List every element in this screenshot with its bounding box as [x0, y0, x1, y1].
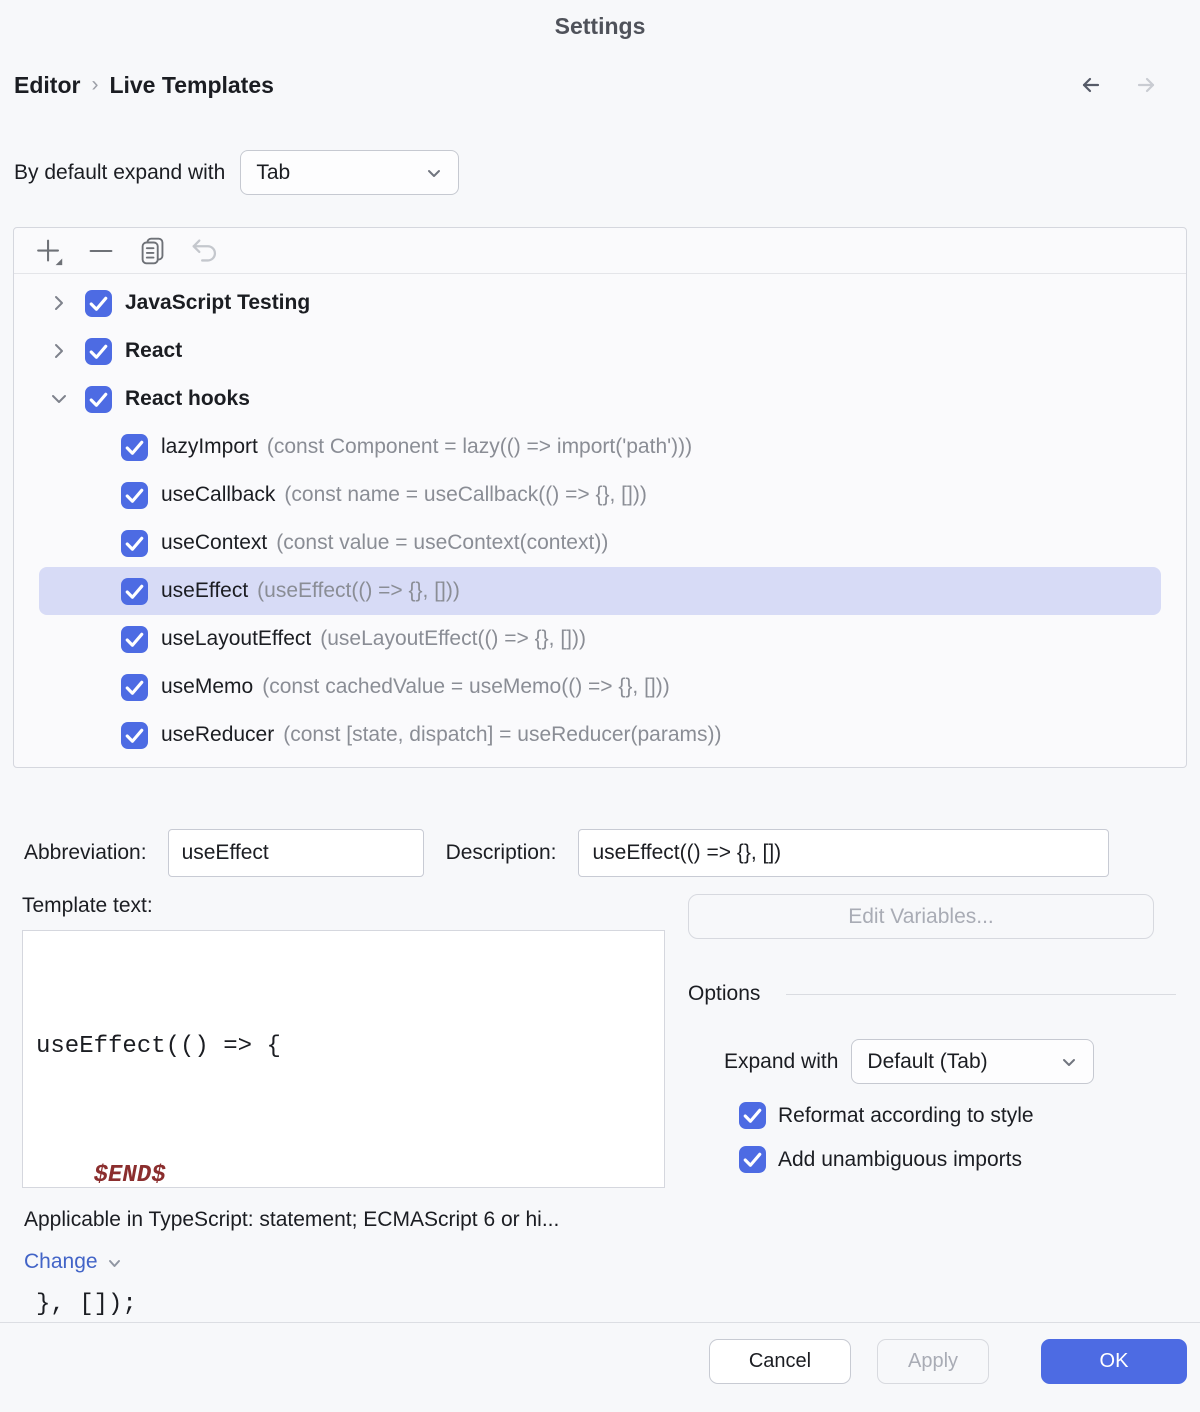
- template-row-usememo[interactable]: useMemo (const cachedValue = useMemo(() …: [14, 663, 1186, 711]
- checkbox-checked[interactable]: [121, 673, 148, 701]
- breadcrumb: Editor › Live Templates: [14, 72, 274, 99]
- group-label: JavaScript Testing: [125, 291, 311, 314]
- checkbox-checked[interactable]: [85, 289, 112, 317]
- checkbox-checked[interactable]: [85, 337, 112, 365]
- revert-button: [186, 232, 224, 270]
- add-template-button[interactable]: [30, 232, 68, 270]
- apply-button: Apply: [877, 1339, 989, 1384]
- chevron-down-icon: [1063, 1058, 1076, 1066]
- checkbox-checked[interactable]: [121, 481, 148, 509]
- checkbox-checked[interactable]: [121, 625, 148, 653]
- breadcrumb-live-templates: Live Templates: [109, 71, 274, 98]
- dialog-titlebar: Settings: [0, 0, 1200, 40]
- default-expand-label: By default expand with: [14, 160, 226, 184]
- templates-toolbar: [14, 228, 1186, 274]
- checkbox-checked[interactable]: [121, 577, 148, 605]
- template-description: (const Component = lazy(() => import('pa…: [266, 435, 693, 458]
- template-text-editor[interactable]: useEffect(() => { $END$ }, []);: [22, 930, 665, 1318]
- checkbox-checked[interactable]: [85, 385, 112, 413]
- abbreviation-label: Abbreviation:: [24, 841, 147, 864]
- breadcrumb-editor[interactable]: Editor: [14, 71, 81, 98]
- template-row-useeffect-selected[interactable]: useEffect (useEffect(() => {}, [])): [39, 567, 1161, 615]
- template-name: lazyImport: [161, 435, 258, 458]
- expand-with-label: Expand with: [724, 1049, 839, 1073]
- imports-checkbox-label[interactable]: Add unambiguous imports: [778, 1147, 1022, 1171]
- expand-with-select[interactable]: Default (Tab): [851, 1039, 1095, 1084]
- code-line: }, []);: [36, 1291, 137, 1318]
- template-name: useReducer: [161, 723, 275, 746]
- default-expand-select[interactable]: Tab: [240, 150, 460, 195]
- template-description: (const [state, dispatch] = useReducer(pa…: [283, 723, 722, 746]
- dialog-footer: Cancel Apply OK: [0, 1322, 1200, 1400]
- edit-variables-button: Edit Variables...: [688, 894, 1154, 939]
- checkbox-checked[interactable]: [121, 529, 148, 557]
- template-row-uselayouteffect[interactable]: useLayoutEffect (useLayoutEffect(() => {…: [14, 615, 1186, 663]
- description-label: Description:: [445, 841, 557, 864]
- forward-arrow-icon: [1132, 71, 1160, 99]
- reformat-checkbox-label[interactable]: Reformat according to style: [778, 1103, 1034, 1127]
- duplicate-template-button[interactable]: [134, 232, 172, 270]
- page-title: Settings: [554, 13, 646, 39]
- reformat-checkbox-checked[interactable]: [739, 1102, 766, 1129]
- tree-group-javascript-testing[interactable]: JavaScript Testing: [14, 279, 1186, 327]
- breadcrumb-separator-icon: ›: [91, 73, 99, 96]
- back-arrow-icon[interactable]: [1077, 71, 1105, 99]
- remove-template-button[interactable]: [82, 232, 120, 270]
- template-description: (useLayoutEffect(() => {}, [])): [320, 627, 586, 650]
- chevron-down-icon[interactable]: [47, 387, 71, 411]
- checkbox-checked[interactable]: [121, 721, 148, 749]
- template-description: (useEffect(() => {}, [])): [257, 579, 460, 602]
- options-divider: [786, 993, 1176, 995]
- group-label: React hooks: [125, 387, 250, 410]
- default-expand-value: Tab: [256, 160, 291, 184]
- applicable-contexts-text: Applicable in TypeScript: statement; ECM…: [24, 1208, 560, 1231]
- template-row-usereducer[interactable]: useReducer (const [state, dispatch] = us…: [14, 711, 1186, 759]
- cancel-button[interactable]: Cancel: [709, 1339, 851, 1384]
- template-row-lazyimport[interactable]: lazyImport (const Component = lazy(() =>…: [14, 423, 1186, 471]
- template-description: (const cachedValue = useMemo(() => {}, […: [262, 675, 670, 698]
- template-name: useMemo: [161, 675, 254, 698]
- chevron-right-icon[interactable]: [47, 291, 71, 315]
- change-link[interactable]: Change: [24, 1250, 98, 1273]
- checkbox-checked[interactable]: [121, 433, 148, 461]
- abbreviation-input[interactable]: [167, 829, 424, 877]
- group-label: React: [125, 339, 183, 362]
- chevron-down-icon: [428, 169, 441, 177]
- imports-checkbox-checked[interactable]: [739, 1146, 766, 1173]
- template-row-usecontext[interactable]: useContext (const value = useContext(con…: [14, 519, 1186, 567]
- chevron-right-icon[interactable]: [47, 339, 71, 363]
- template-text-label: Template text:: [22, 894, 153, 917]
- template-name: useEffect: [161, 579, 249, 602]
- template-name: useCallback: [161, 483, 276, 506]
- live-templates-panel: JavaScript Testing React React hooks laz…: [13, 227, 1187, 768]
- templates-tree: JavaScript Testing React React hooks laz…: [14, 274, 1186, 759]
- template-name: useLayoutEffect: [161, 627, 312, 650]
- code-line: useEffect(() => {: [36, 1033, 281, 1060]
- template-row-usecallback[interactable]: useCallback (const name = useCallback(()…: [14, 471, 1186, 519]
- ok-button[interactable]: OK: [1041, 1339, 1187, 1384]
- chevron-down-icon: [108, 1259, 120, 1267]
- template-name: useContext: [161, 531, 268, 554]
- options-header: Options: [688, 982, 761, 1005]
- template-description: (const name = useCallback(() => {}, [])): [284, 483, 647, 506]
- tree-group-react[interactable]: React: [14, 327, 1186, 375]
- description-input[interactable]: [578, 829, 1110, 877]
- template-description: (const value = useContext(context)): [276, 531, 609, 554]
- code-line-end-variable: $END$: [36, 1162, 166, 1189]
- expand-with-value: Default (Tab): [867, 1049, 988, 1073]
- tree-group-react-hooks[interactable]: React hooks: [14, 375, 1186, 423]
